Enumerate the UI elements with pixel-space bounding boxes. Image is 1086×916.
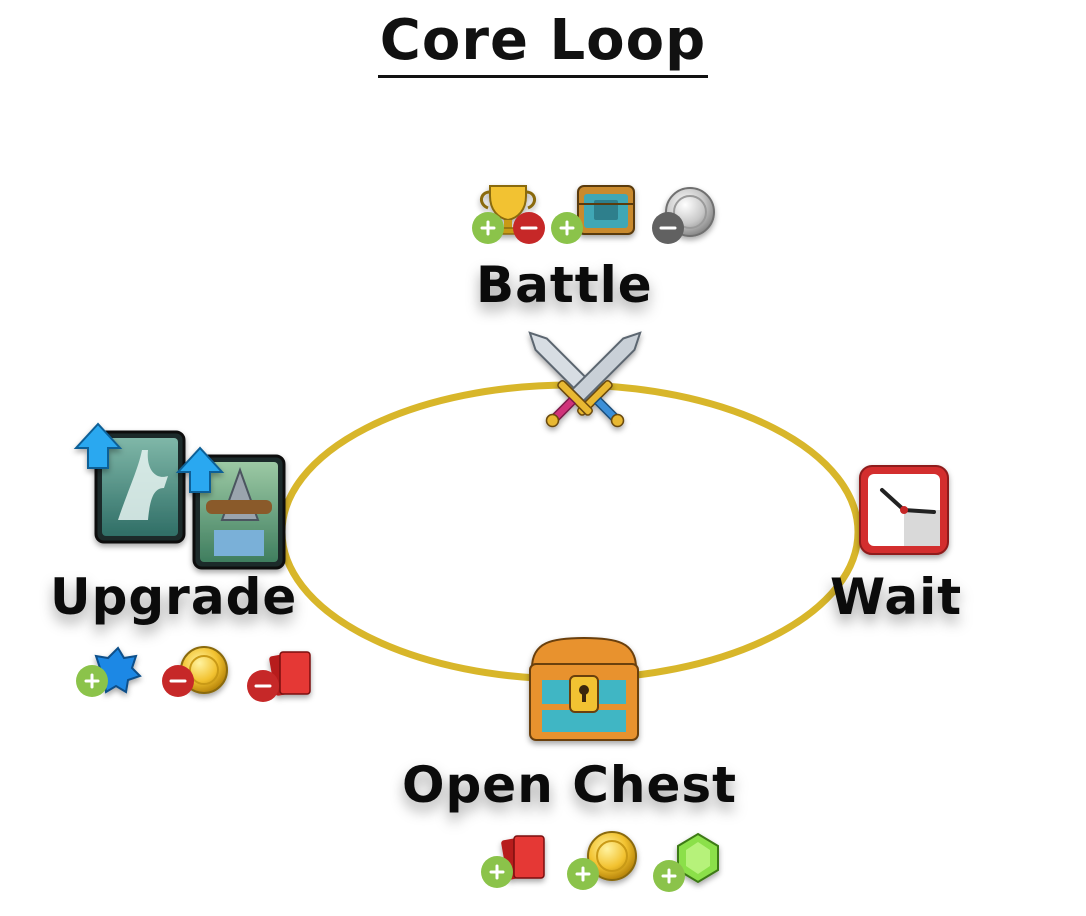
minus-badge — [513, 212, 545, 244]
node-label-upgrade: Upgrade — [50, 568, 298, 626]
exp-star-icon — [90, 646, 142, 694]
plus-badge — [567, 858, 599, 890]
node-label-wait: Wait — [830, 568, 963, 626]
minus-badge — [162, 665, 194, 697]
loop-ring — [278, 381, 862, 683]
chest-icon — [529, 636, 639, 741]
title-text: Core Loop — [377, 8, 709, 78]
upgrade-arrow-icon — [73, 422, 123, 469]
page-title: Core Loop — [0, 8, 1086, 78]
chest-icon — [577, 185, 635, 235]
card-icon — [269, 651, 311, 696]
plus-badge — [472, 212, 504, 244]
node-label-battle: Battle — [476, 256, 653, 314]
plus-badge — [551, 212, 583, 244]
card-art-icon — [94, 430, 186, 544]
minus-badge — [652, 212, 684, 244]
plus-badge — [76, 665, 108, 697]
plus-badge — [653, 860, 685, 892]
gold-coin-icon — [587, 831, 637, 881]
plus-badge — [481, 856, 513, 888]
card-art-icon — [192, 454, 286, 570]
crossed-swords-icon — [528, 331, 642, 428]
upgrade-arrow-icon — [175, 446, 225, 493]
gem-icon — [677, 832, 719, 884]
minus-badge — [247, 670, 279, 702]
clock-icon — [859, 465, 949, 555]
node-label-open-chest: Open Chest — [402, 756, 738, 814]
